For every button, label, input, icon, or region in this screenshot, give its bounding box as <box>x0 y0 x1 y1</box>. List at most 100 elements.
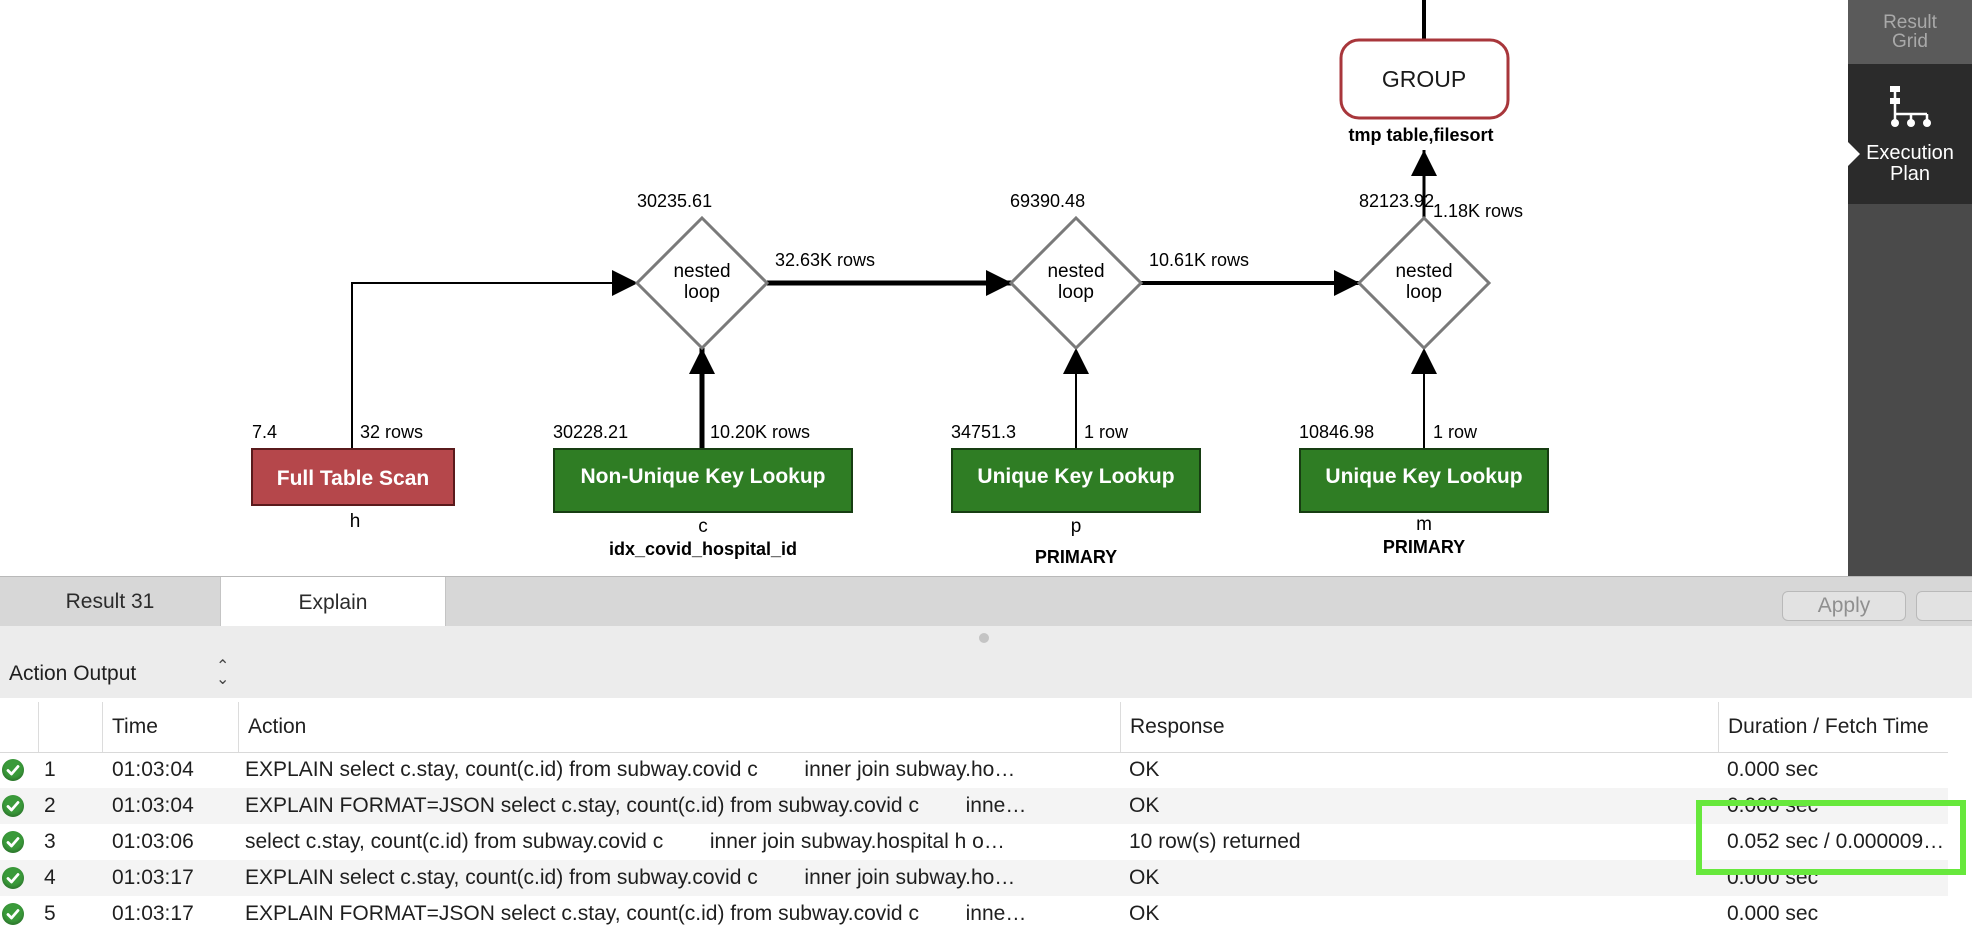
splitter-handle[interactable] <box>979 633 989 643</box>
column-header-duration[interactable]: Duration / Fetch Time <box>1718 702 1948 752</box>
row-time: 01:03:04 <box>112 794 194 817</box>
panel-splitter[interactable] <box>0 626 1972 650</box>
join-cost-2: 69390.48 <box>1010 191 1085 211</box>
nested-loop-node-3[interactable] <box>1356 215 1492 351</box>
row-response: OK <box>1129 758 1160 781</box>
table-rows-c: 10.20K rows <box>710 422 810 442</box>
table-alias-m: m <box>1416 514 1432 535</box>
output-header: Action Output ⌃⌄ <box>0 650 1972 698</box>
table-node-m-label: Unique Key Lookup <box>1325 465 1522 488</box>
nested-loop-label-3a: nested <box>1395 261 1452 282</box>
table-cost-m: 10846.98 <box>1299 422 1374 442</box>
tab-explain-label: Explain <box>298 590 368 614</box>
nested-loop-node-2[interactable] <box>1008 215 1144 351</box>
row-response: OK <box>1129 794 1160 817</box>
table-node-p[interactable] <box>951 448 1201 513</box>
row-number: 4 <box>44 866 56 889</box>
row-duration: 0.000 sec <box>1727 902 1819 925</box>
table-alias-p: p <box>1071 516 1082 537</box>
row-response: OK <box>1129 902 1160 925</box>
row-duration: 0.000 sec <box>1727 866 1819 889</box>
join-cost-3: 82123.92 <box>1359 191 1434 211</box>
result-grid-label: Result Grid <box>1883 12 1937 52</box>
row-number: 1 <box>44 758 56 781</box>
table-cost-p: 34751.3 <box>951 422 1016 442</box>
group-node-sublabel: tmp table,filesort <box>1348 125 1493 145</box>
row-response: OK <box>1129 866 1160 889</box>
join-rows-1: 32.63K rows <box>775 250 875 270</box>
up-down-chevron-icon[interactable]: ⌃⌄ <box>216 658 230 688</box>
active-indicator <box>1848 142 1860 166</box>
success-check-icon <box>2 759 24 781</box>
row-duration: 0.000 sec <box>1727 794 1819 817</box>
join-cost-1: 30235.61 <box>637 191 712 211</box>
row-duration: 0.000 sec <box>1727 758 1819 781</box>
table-key-m: PRIMARY <box>1383 537 1465 557</box>
grid-header: Time Action Response Duration / Fetch Ti… <box>0 702 1948 753</box>
table-key-c: idx_covid_hospital_id <box>609 539 797 559</box>
plan-canvas: GROUP tmp table,filesort nested loop 302… <box>251 0 1549 567</box>
group-node[interactable] <box>1339 38 1510 120</box>
table-row[interactable]: 4 01:03:17 EXPLAIN select c.stay, count(c.… <box>0 860 1948 896</box>
edge-h-to-join1 <box>351 270 638 449</box>
table-key-p: PRIMARY <box>1035 547 1117 567</box>
row-time: 01:03:06 <box>112 830 194 853</box>
row-number: 5 <box>44 902 56 925</box>
row-action: EXPLAIN select c.stay, count(c.id) from … <box>245 866 1016 889</box>
output-selector[interactable]: Action Output <box>9 662 137 685</box>
column-header-time[interactable]: Time <box>102 702 238 752</box>
row-action: select c.stay, count(c.id) from subway.c… <box>245 830 1005 853</box>
row-number: 3 <box>44 830 56 853</box>
column-header-number[interactable] <box>38 702 102 752</box>
table-node-p-label: Unique Key Lookup <box>977 465 1174 488</box>
group-node-label: GROUP <box>1382 66 1466 92</box>
row-time: 01:03:17 <box>112 902 194 925</box>
column-header-status[interactable] <box>0 702 38 752</box>
result-view-sidebar: Result Grid Execution Plan <box>1848 0 1972 576</box>
row-time: 01:03:17 <box>112 866 194 889</box>
action-output-grid: Time Action Response Duration / Fetch Ti… <box>0 702 1972 942</box>
table-node-h-label: Full Table Scan <box>277 467 429 490</box>
table-row[interactable]: 1 01:03:04 EXPLAIN select c.stay, count(c.… <box>0 752 1948 788</box>
execution-plan-diagram: GROUP tmp table,filesort nested loop 302… <box>251 0 1549 567</box>
table-node-h[interactable] <box>251 448 455 506</box>
row-action: EXPLAIN select c.stay, count(c.id) from … <box>245 758 1016 781</box>
revert-button[interactable] <box>1916 591 1972 621</box>
table-node-c-label: Non-Unique Key Lookup <box>581 465 826 488</box>
apply-button[interactable]: Apply <box>1782 591 1906 621</box>
table-rows-h: 32 rows <box>360 422 423 442</box>
table-alias-h: h <box>350 511 361 532</box>
nested-loop-label-1b: loop <box>684 282 720 303</box>
table-row[interactable]: 3 01:03:06 select c.stay, count(c.id) from… <box>0 824 1948 860</box>
success-check-icon <box>2 903 24 925</box>
table-cost-c: 30228.21 <box>553 422 628 442</box>
join-rows-3: 1.18K rows <box>1433 201 1523 221</box>
row-action: EXPLAIN FORMAT=JSON select c.stay, count… <box>245 794 1027 817</box>
result-grid-button[interactable]: Result Grid <box>1848 0 1972 64</box>
result-tab-bar: Result 31 Explain Apply <box>0 576 1972 628</box>
join-rows-2: 10.61K rows <box>1149 250 1249 270</box>
table-rows-p: 1 row <box>1084 422 1129 442</box>
nested-loop-label-2a: nested <box>1047 261 1104 282</box>
column-header-response[interactable]: Response <box>1120 702 1718 752</box>
table-alias-c: c <box>698 516 708 537</box>
column-header-action[interactable]: Action <box>238 702 1120 752</box>
nested-loop-label-1a: nested <box>673 261 730 282</box>
table-node-m[interactable] <box>1299 448 1549 513</box>
row-duration: 0.052 sec / 0.000009… <box>1727 830 1945 853</box>
row-time: 01:03:04 <box>112 758 194 781</box>
tab-result-31[interactable]: Result 31 <box>0 577 220 627</box>
success-check-icon <box>2 867 24 889</box>
table-node-c[interactable] <box>553 448 853 513</box>
success-check-icon <box>2 831 24 853</box>
row-response: 10 row(s) returned <box>1129 830 1301 853</box>
tab-result-31-label: Result 31 <box>65 590 155 613</box>
nested-loop-label-3b: loop <box>1406 282 1442 303</box>
nested-loop-node-1[interactable] <box>634 215 770 351</box>
success-check-icon <box>2 795 24 817</box>
tab-explain[interactable]: Explain <box>220 577 446 628</box>
execution-plan-label: Execution Plan <box>1866 141 1954 185</box>
execution-plan-button[interactable]: Execution Plan <box>1848 64 1972 204</box>
